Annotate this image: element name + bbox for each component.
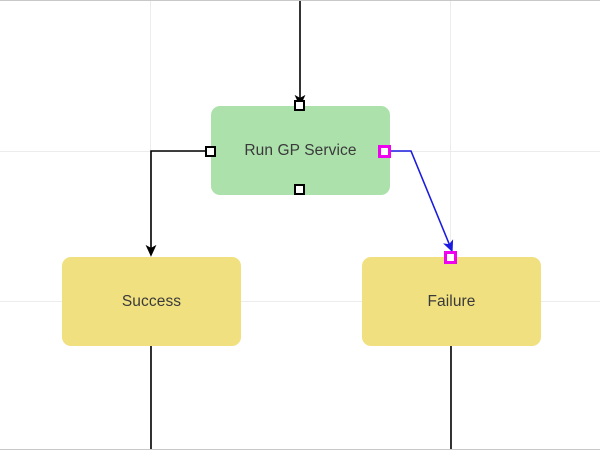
edge-run-gp-service-to-failure[interactable]: [391, 150, 454, 253]
node-label-run-gp-service: Run GP Service: [244, 141, 357, 159]
node-success[interactable]: Success: [62, 257, 241, 346]
edge-run-gp-service-to-success[interactable]: [145, 150, 211, 257]
node-label-success: Success: [121, 292, 182, 310]
port-run-gp-service-top[interactable]: [294, 100, 305, 111]
port-run-gp-service-bottom[interactable]: [294, 184, 305, 195]
node-failure[interactable]: Failure: [362, 257, 541, 346]
grid-line-vertical: [450, 1, 451, 449]
port-run-gp-service-right[interactable]: [378, 145, 391, 158]
node-run-gp-service[interactable]: Run GP Service: [211, 106, 390, 195]
grid-line-vertical: [150, 1, 151, 449]
port-run-gp-service-left[interactable]: [205, 146, 216, 157]
node-label-failure: Failure: [427, 292, 476, 310]
port-failure-top[interactable]: [444, 251, 457, 264]
